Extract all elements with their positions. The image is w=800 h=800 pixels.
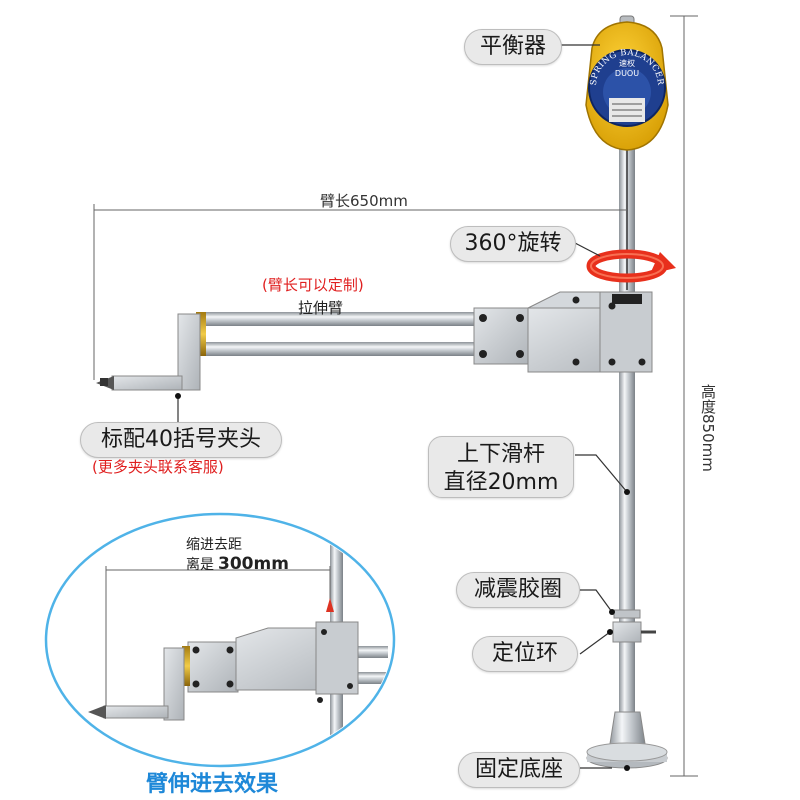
clamp-label: 标配40括号夹头	[80, 422, 282, 458]
clamp-note: (更多夹头联系客服)	[92, 458, 224, 476]
spring-balancer	[585, 15, 669, 151]
balancer-label: 平衡器	[464, 29, 562, 65]
positioning-ring-label: 定位环	[472, 636, 578, 672]
base-label: 固定底座	[458, 752, 580, 788]
rotation-label: 360°旋转	[450, 226, 576, 262]
retracted-inset	[44, 512, 396, 768]
slide-rod-line1: 上下滑杆	[456, 442, 545, 467]
arm-length-label: 臂长650mm	[320, 192, 408, 210]
rotation-arrow-icon	[586, 249, 676, 283]
retract-line1: 缩进去距	[186, 537, 242, 553]
height-label: 高度850mm	[699, 384, 717, 472]
custom-arm-note: (臂长可以定制)	[262, 276, 364, 294]
balancer-logo-text: DUOU	[615, 69, 639, 78]
retract-value: 300mm	[218, 554, 289, 574]
damping-ring-label: 减震胶圈	[456, 572, 580, 608]
slide-rod-label: 上下滑杆 直径20mm	[428, 436, 574, 498]
extension-arm-label: 拉伸臂	[298, 299, 344, 317]
retract-prefix: 离是	[186, 557, 214, 573]
slide-rod-line2: 直径20mm	[443, 470, 559, 495]
arm-carriage	[473, 291, 653, 373]
retract-effect-title: 臂伸进去效果	[146, 772, 279, 797]
balancer-cn-brand: 速权	[619, 58, 635, 68]
clamp-block	[96, 312, 206, 391]
mount-base	[586, 711, 668, 769]
